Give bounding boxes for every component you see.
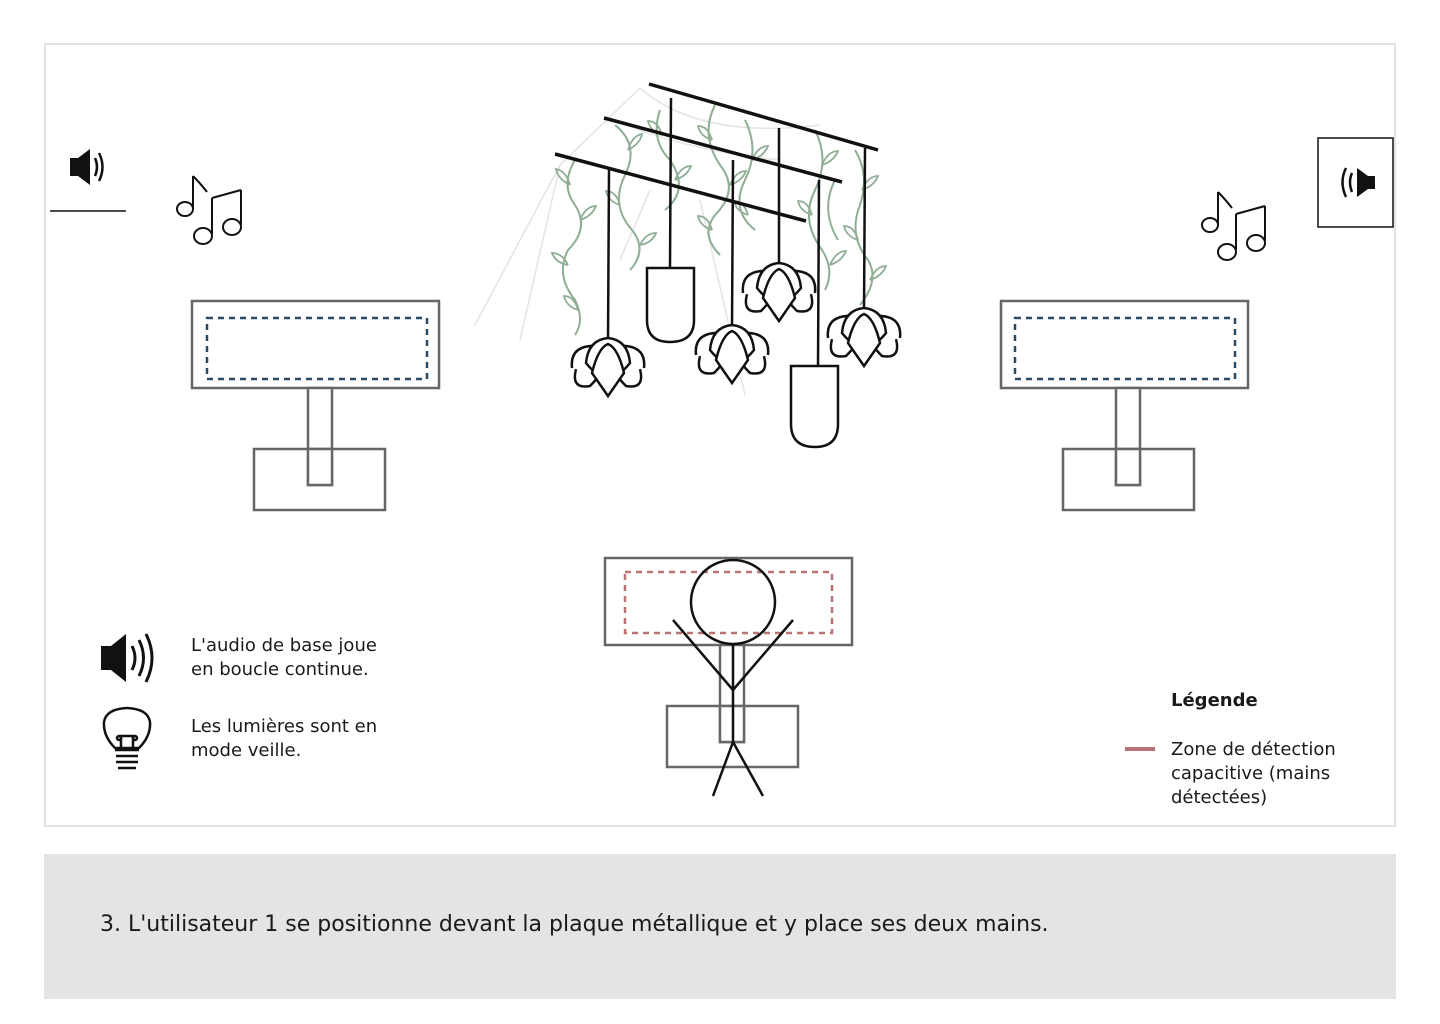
music-notes-icon xyxy=(1201,191,1266,261)
sensor-zone-idle xyxy=(205,316,429,381)
left-stand xyxy=(190,299,441,512)
hanging-installation xyxy=(474,82,902,449)
sensor-zone-idle xyxy=(1013,316,1237,381)
lights-info-text: Les lumières sont en mode veille. xyxy=(191,716,378,761)
user-figure xyxy=(672,558,794,797)
audio-info-text: L'audio de base joue en boucle continue. xyxy=(191,635,377,680)
speaker-icon xyxy=(101,633,154,683)
music-notes-icon xyxy=(176,175,242,245)
center-stand xyxy=(603,556,854,769)
speaker-right-icon[interactable] xyxy=(1317,137,1394,228)
right-stand xyxy=(999,299,1250,512)
sensor-zone-active xyxy=(623,570,834,635)
legend-label-capacitive: Zone de détection capacitive (mains déte… xyxy=(1171,739,1336,808)
step-caption-bar: 3. L'utilisateur 1 se positionne devant … xyxy=(44,854,1396,999)
legend-title: Légende xyxy=(1171,690,1258,711)
speaker-left-icon[interactable] xyxy=(50,149,126,212)
lightbulb-icon xyxy=(102,706,152,770)
legend-swatch-capacitive xyxy=(1125,747,1155,751)
step-caption-text: 3. L'utilisateur 1 se positionne devant … xyxy=(100,912,1049,937)
